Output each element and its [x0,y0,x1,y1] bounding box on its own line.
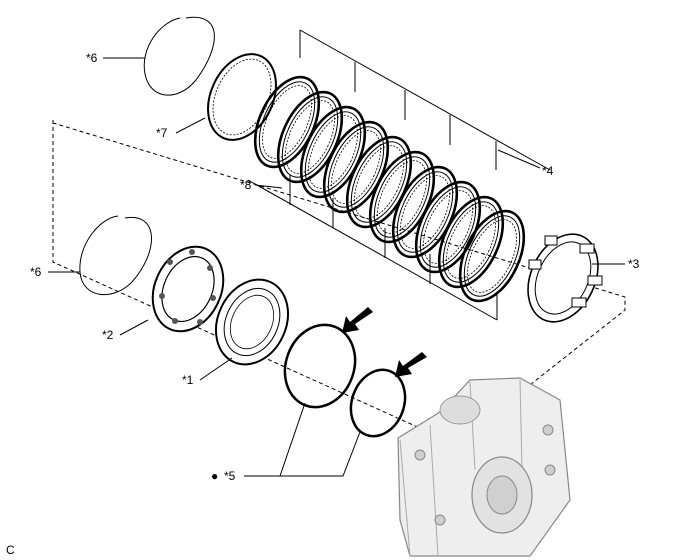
arrow-icon [342,307,427,377]
spring-retainer [527,233,603,323]
clutch-piston [215,278,289,366]
bullet-mark: ● [211,469,218,483]
snap-ring-lower [79,215,152,296]
label-4: *4 [542,164,554,178]
clutch-plates [240,65,539,313]
corner-code: C [6,543,15,557]
o-rings [283,323,407,438]
transmission-case [397,377,571,557]
label-6-lower: *6 [30,265,42,279]
label-2: *2 [102,328,114,342]
label-6-upper: *6 [86,51,98,65]
return-spring-assembly [151,245,225,333]
label-1: *1 [182,373,194,387]
flange-plate [207,53,277,141]
label-8: *8 [240,178,252,192]
clutch-pack-frame [247,29,551,321]
leader-lines [48,57,625,477]
label-7: *7 [156,126,168,140]
label-3: *3 [628,257,640,271]
label-5: *5 [224,469,236,483]
snap-ring-upper [143,16,215,96]
